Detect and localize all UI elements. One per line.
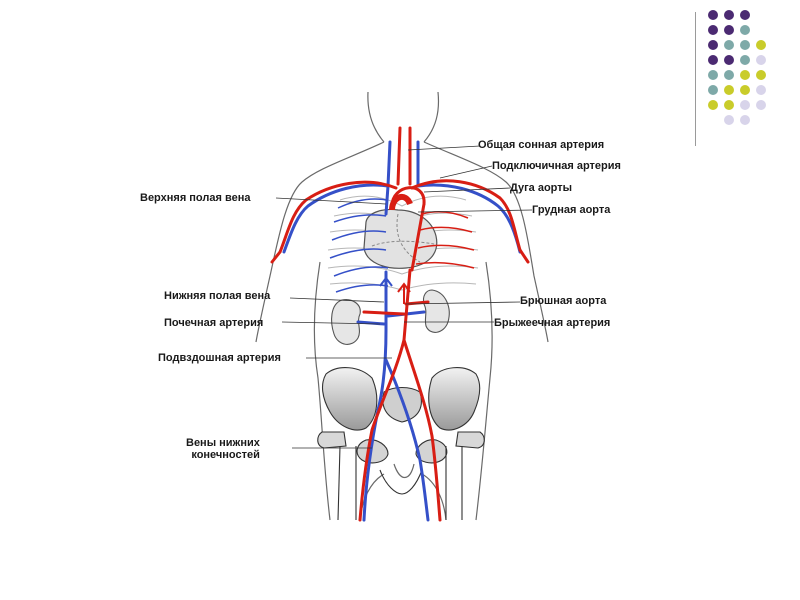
common-carotid-artery-left (398, 128, 400, 184)
superior-vena-cava (386, 186, 388, 214)
aorta-root (392, 197, 410, 210)
label-aortic-arch: Дуга аорты (510, 182, 572, 194)
label-renal-artery: Почечная артерия (164, 317, 263, 329)
label-thoracic-aorta: Грудная аорта (532, 204, 610, 216)
label-mesenteric-artery: Брыжеечная артерия (494, 317, 610, 329)
head-neck-outline (368, 92, 439, 142)
left-kidney (332, 300, 361, 345)
label-iliac-artery: Подвздошная артерия (158, 352, 281, 364)
pelvis (318, 368, 485, 520)
label-common-carotid: Общая сонная артерия (478, 139, 604, 151)
left-arm-artery (272, 252, 280, 262)
label-limb-veins-line-1: Вены нижних (186, 437, 260, 449)
right-arm-artery (520, 250, 528, 262)
label-limb-veins-line-2: конечностей (186, 449, 260, 461)
body-outline (256, 92, 548, 520)
label-subclavian: Подключичная артерия (492, 160, 621, 172)
iliac-vein-right (386, 360, 428, 520)
right-kidney (423, 290, 449, 332)
label-superior-vena-cava: Верхняя полая вена (140, 192, 250, 204)
label-limb-veins: Вены нижних конечностей (186, 437, 260, 461)
iliac-artery-right (404, 340, 440, 520)
legs-outline (360, 474, 446, 520)
jugular-vein-left (388, 142, 390, 186)
arteries (272, 128, 528, 520)
label-abdominal-aorta: Брюшная аорта (520, 295, 606, 307)
renal-artery-left (364, 312, 404, 314)
heart (364, 210, 437, 269)
label-inferior-vena-cava: Нижняя полая вена (164, 290, 270, 302)
groin-outline (394, 464, 414, 478)
